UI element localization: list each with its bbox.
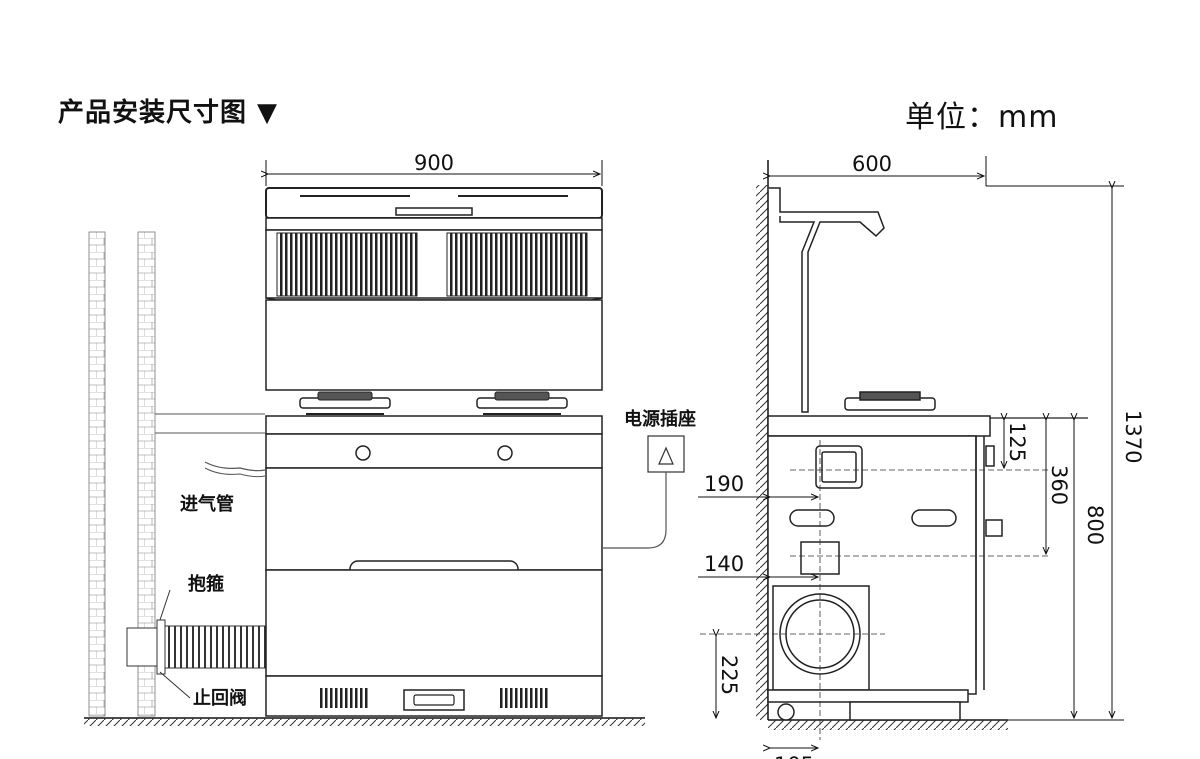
right-burner <box>476 391 568 415</box>
counter-height-dimension: 800 <box>1083 505 1107 545</box>
power-socket-label: 电源插座 <box>624 408 696 430</box>
center-lines <box>700 440 1050 740</box>
dim-125: 125 <box>1004 420 1029 468</box>
dim-140: 140 <box>698 552 818 577</box>
dim-105: 105 <box>770 748 818 759</box>
right-grille <box>446 232 588 297</box>
total-height-dimension: 1370 <box>1121 410 1145 463</box>
side-cabinet <box>767 415 1088 721</box>
brick-wall-left <box>88 231 106 717</box>
dim-1370: 1370 <box>986 186 1145 718</box>
width-dimension: 900 <box>414 151 454 175</box>
brick-wall-right <box>137 231 156 717</box>
left-knob <box>355 445 371 461</box>
exhaust-duct <box>126 619 266 675</box>
unit-label: 单位：mm <box>905 100 1059 135</box>
gas-pipe <box>155 413 266 478</box>
dim-800: 800 <box>1008 420 1124 721</box>
dim-900: 900 <box>266 151 603 186</box>
front-ground <box>84 717 645 726</box>
side-hood <box>768 187 936 413</box>
dim-360: 360 <box>1046 420 1071 554</box>
dim-225-label: 225 <box>717 655 741 695</box>
dim-190-label: 190 <box>704 472 744 496</box>
side-view: 600 1370 800 360 125 190 140 <box>698 152 1145 759</box>
page-title: 产品安装尺寸图 ▼ <box>58 98 279 128</box>
dim-600: 600 <box>770 152 987 186</box>
dim-225: 225 <box>716 636 741 718</box>
dim-140-label: 140 <box>704 552 744 576</box>
dim-190: 190 <box>698 472 818 497</box>
check-valve-label: 止回阀 <box>193 687 247 709</box>
gas-pipe-label: 进气管 <box>180 493 234 515</box>
top-offset-dimension: 125 <box>1005 422 1029 462</box>
side-wall <box>756 185 768 720</box>
socket-height-dimension: 360 <box>1047 465 1071 505</box>
power-socket: 电源插座 <box>602 408 696 549</box>
clamp-label: 抱箍 <box>188 573 224 595</box>
integrated-stove <box>265 187 603 717</box>
left-grille <box>276 232 418 297</box>
right-knob <box>497 445 513 461</box>
front-view: 900 电源插座 进气管 抱箍 止回阀 <box>84 151 696 726</box>
depth-dimension: 600 <box>852 152 892 176</box>
left-burner <box>299 391 391 415</box>
dim-105-label: 105 <box>774 753 814 759</box>
